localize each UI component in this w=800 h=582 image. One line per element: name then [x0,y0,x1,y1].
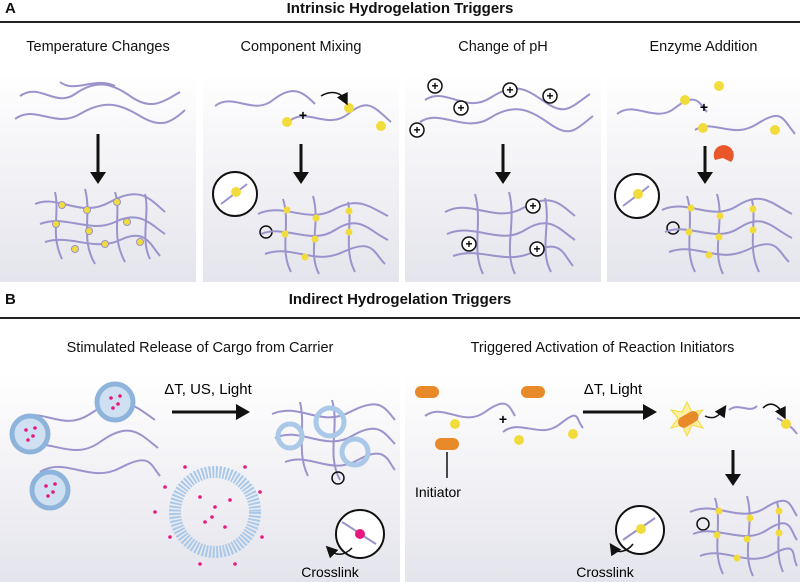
down-arrow-head [495,172,511,184]
down-arrow-head [725,474,741,486]
section-b-title: Indirect Hydrogelation Triggers [288,291,512,308]
target-ligand [781,419,791,429]
arrow-label: ΔT, US, Light [164,381,252,398]
callout-arrow [325,545,353,559]
zoom-crosslink [355,529,365,539]
callout-label: Crosslink [576,564,635,580]
polymer-chains [424,402,584,433]
svg-text:+: + [529,199,536,213]
zoom-crosslink [231,187,241,197]
panel-temperature [0,74,196,282]
right-arrow-head [643,404,657,420]
yellow-ligand [680,95,690,105]
panel-ph: + + + + + + + + [405,74,601,282]
panel-mixing: + [203,74,399,282]
radical-arrow [704,405,727,419]
plus-sign: + [700,99,708,115]
released-cargo [153,465,264,566]
zoom-crosslink [633,189,643,199]
down-arrow-head [697,172,713,184]
crosslink-nodes [713,507,783,562]
section-a-rule [0,21,800,23]
section-b-panels: ΔT, US, Light Crosslink [0,372,800,582]
panel-label-temperature: Temperature Changes [26,39,170,55]
svg-text:+: + [506,83,513,97]
svg-text:+: + [413,123,420,137]
charge-symbols: + + + + + [413,79,553,137]
polymer-chains [214,90,392,123]
initiator-label: Initiator [415,484,461,500]
svg-text:+: + [546,89,553,103]
plus-sign: + [499,411,507,427]
crosslink-nodes [52,198,144,253]
initiator-capsules [415,386,545,450]
panel-label-mixing: Component Mixing [240,39,362,55]
yellow-ligand [698,123,708,133]
cargo-dots [24,394,122,498]
down-arrow-head [293,172,309,184]
yellow-ligand [376,121,386,131]
panel-label-cargo-release: Stimulated Release of Cargo from Carrier [66,340,334,356]
gel-carriers [275,405,371,468]
binding-arrow [320,91,348,106]
zoom-crosslink [636,524,646,534]
zoom-target [331,471,345,485]
gel-network [444,191,576,275]
zoom-target [696,517,710,531]
yellow-ligand [344,103,354,113]
callout-arrow [609,543,634,557]
svg-text:+: + [533,242,540,256]
svg-text:+: + [431,79,438,93]
charge-symbols-gel: + + + [465,199,540,256]
right-arrow-head [236,404,250,420]
svg-text:+: + [465,237,472,251]
activated-initiator [677,411,699,428]
panel-initiators: + Initiator ΔT, Light Crosslink [405,372,800,582]
yellow-ligand [714,81,724,91]
down-arrow-head [90,172,106,184]
large-carrier [169,466,261,558]
arrow-label: ΔT, Light [584,381,643,398]
yellow-ligands [450,419,578,445]
section-a-title: Intrinsic Hydrogelation Triggers [286,0,514,17]
svg-text:+: + [457,101,464,115]
crosslink-nodes [281,206,353,261]
crosslink-nodes [685,204,757,259]
panel-label-enzyme: Enzyme Addition [649,39,758,55]
polymer-chains [14,81,186,125]
polymer-chains [616,98,796,135]
propagation-arrow [762,403,786,420]
callout-label: Crosslink [301,564,360,580]
panel-label-ph: Change of pH [458,39,548,55]
section-a-letter: A [5,0,16,17]
charges-gel [461,198,545,257]
panel-label-initiators: Triggered Activation of Reaction Initiat… [470,340,735,356]
section-a-panels: + + [0,74,800,282]
zoom-target [666,221,680,235]
section-b-letter: B [5,291,16,308]
panel-enzyme: + [607,74,800,282]
enzyme-icon [713,145,734,162]
panel-cargo-release: ΔT, US, Light Crosslink [0,372,400,582]
charges [409,78,558,138]
yellow-ligand [770,125,780,135]
plus-sign: + [299,107,307,123]
carrier-vesicles [9,381,136,511]
section-b-rule [0,317,800,319]
activated-chain [728,405,758,411]
yellow-ligand [282,117,292,127]
